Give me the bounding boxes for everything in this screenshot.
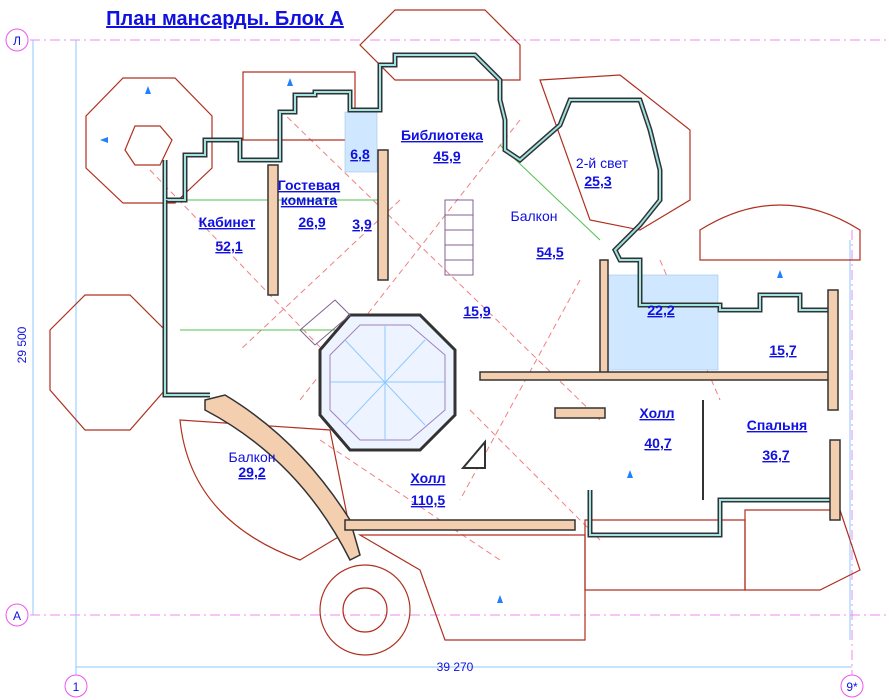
room-second-light-area[interactable]: 25,3 <box>584 173 611 189</box>
room-bath2-area[interactable]: 22,2 <box>647 302 674 318</box>
room-hall-main-area[interactable]: 110,5 <box>411 492 445 508</box>
interior-walls <box>204 149 841 562</box>
room-study-label[interactable]: Кабинет <box>199 214 256 230</box>
axis-marker-right: 9* <box>840 674 864 698</box>
svg-text:Л: Л <box>13 34 21 48</box>
svg-text:А: А <box>13 609 21 623</box>
room-dressing-area[interactable]: 15,7 <box>769 342 796 358</box>
staircase <box>299 199 474 346</box>
room-hall-main-label[interactable]: Холл <box>410 470 445 486</box>
room-library-area[interactable]: 45,9 <box>433 148 460 164</box>
room-hall-small-area[interactable]: 40,7 <box>644 435 671 451</box>
room-balcony2-area[interactable]: 29,2 <box>238 464 265 480</box>
room-hall-small-label[interactable]: Холл <box>639 405 674 421</box>
room-bath1-area[interactable]: 6,8 <box>350 146 370 162</box>
dimension-height: 29 500 <box>15 326 29 363</box>
room-bedroom-area[interactable]: 36,7 <box>762 447 789 463</box>
roof-outline <box>49 9 861 656</box>
north-arrow-icon <box>460 439 486 469</box>
central-dome <box>318 313 457 452</box>
room-study-area[interactable]: 52,1 <box>215 238 242 254</box>
room-labels: Кабинет 52,1 Гостевая комната 26,9 6,8 3… <box>199 127 808 508</box>
room-balcony-area[interactable]: 54,5 <box>536 244 563 260</box>
axis-marker-top: Л <box>5 28 29 52</box>
grid-lines <box>30 39 889 675</box>
room-guest-label-2[interactable]: комната <box>281 192 338 208</box>
room-bedroom-label[interactable]: Спальня <box>747 417 807 433</box>
dimension-width: 39 270 <box>437 660 474 674</box>
room-library-label[interactable]: Библиотека <box>401 127 483 143</box>
axis-marker-left: 1 <box>64 674 88 698</box>
room-corridor-area[interactable]: 15,9 <box>463 303 490 319</box>
room-guest-label[interactable]: Гостевая <box>278 177 340 193</box>
bathroom-tiles <box>344 111 719 371</box>
exterior-walls <box>162 52 830 538</box>
axis-marker-bottom: А <box>5 603 29 627</box>
room-guest-area[interactable]: 26,9 <box>298 214 325 230</box>
room-balcony-label: Балкон <box>511 208 558 224</box>
room-wc-area[interactable]: 3,9 <box>352 216 372 232</box>
room-second-light-label: 2-й свет <box>576 155 629 171</box>
svg-text:9*: 9* <box>846 680 858 694</box>
svg-text:1: 1 <box>73 680 80 694</box>
room-balcony2-label: Балкон <box>229 449 276 465</box>
page-title: План мансарды. Блок А <box>106 8 344 30</box>
arrow-icons <box>100 78 783 603</box>
